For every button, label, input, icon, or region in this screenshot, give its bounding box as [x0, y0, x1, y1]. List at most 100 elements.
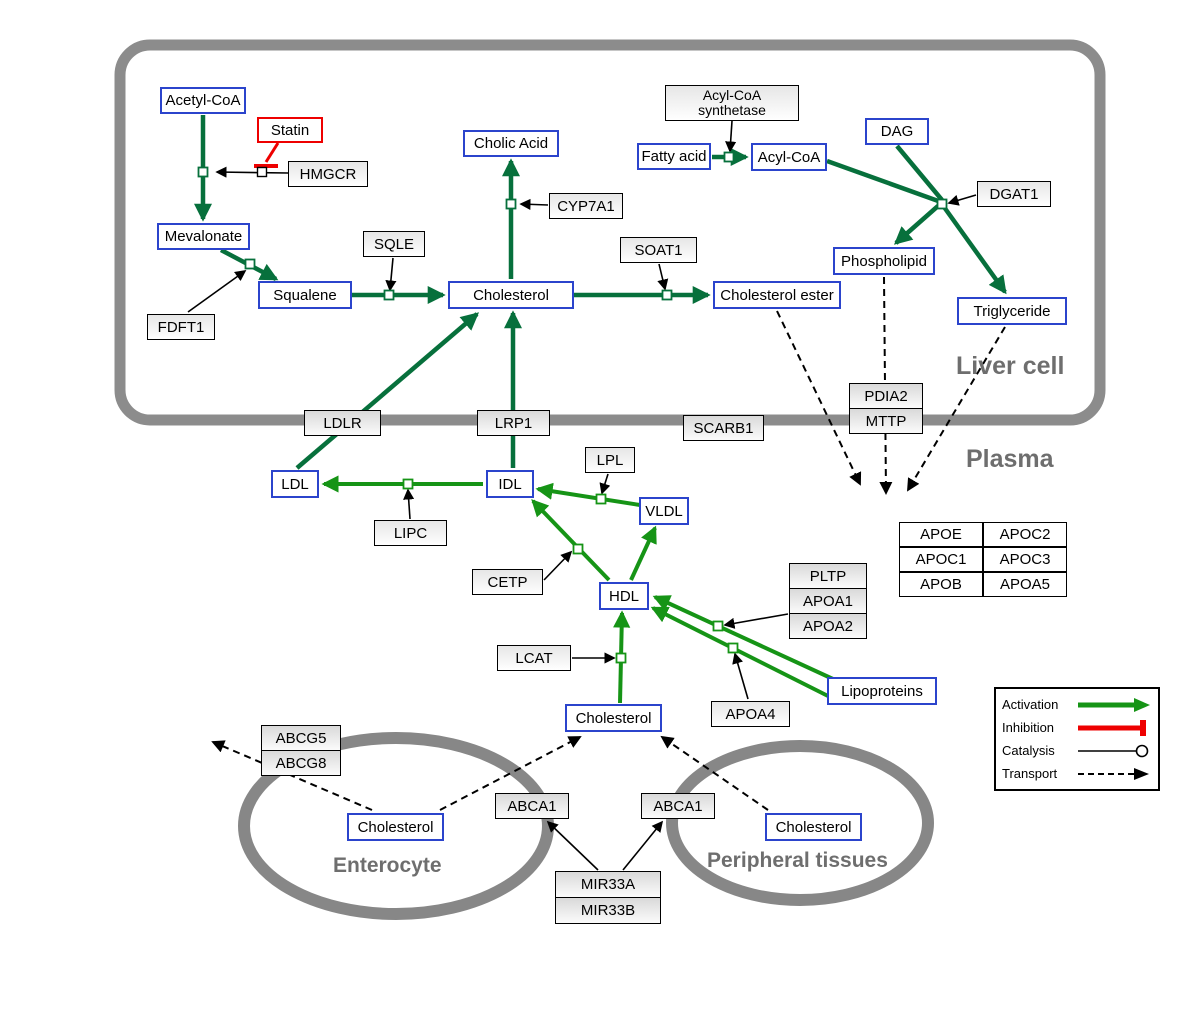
conversion-hmgcr-square: [197, 166, 209, 178]
catalysis-apoa1-apoa2: [723, 613, 789, 629]
node-lipoproteins[interactable]: Lipoproteins: [827, 677, 937, 705]
catalysis-lipc: [403, 488, 415, 520]
apo-cell-apob[interactable]: APOB: [899, 572, 983, 597]
acyl-coa-synthetase-line1: Acyl-CoA: [702, 87, 762, 103]
legend-activation-label: Activation: [1002, 697, 1059, 712]
node-ldlr[interactable]: LDLR: [304, 410, 381, 436]
node-abcg8[interactable]: ABCG8: [261, 750, 341, 776]
edge-vldl-idl: [535, 482, 641, 507]
node-dgat1[interactable]: DGAT1: [977, 181, 1051, 207]
node-vldl[interactable]: VLDL: [639, 497, 689, 525]
node-fdft1[interactable]: FDFT1: [147, 314, 215, 340]
conversion-lipc-square: [402, 478, 414, 490]
catalysis-sqle: [385, 257, 397, 292]
conversion-dgat1-square: [936, 198, 948, 210]
enterocyte-label: Enterocyte: [333, 854, 442, 877]
activation-arrow-icon: [1078, 697, 1150, 712]
conversion-lcat-square: [615, 652, 627, 664]
inhibition-statin-hmgcr: [254, 142, 280, 168]
node-cyp7a1[interactable]: CYP7A1: [549, 193, 623, 219]
node-idl[interactable]: IDL: [486, 470, 534, 498]
node-dag[interactable]: DAG: [865, 118, 929, 145]
node-cholesterol-peripheral[interactable]: Cholesterol: [765, 813, 862, 841]
transport-triglyceride-to-plasma: [907, 326, 1006, 492]
node-abca1-right[interactable]: ABCA1: [641, 793, 715, 819]
legend-row-inhibition: Inhibition: [1002, 718, 1152, 738]
node-cholesterol-ester[interactable]: Cholesterol ester: [713, 281, 841, 309]
node-pdia2[interactable]: PDIA2: [849, 383, 923, 409]
apo-cell-apoa5[interactable]: APOA5: [983, 572, 1067, 597]
node-abcg5[interactable]: ABCG5: [261, 725, 341, 751]
node-lrp1[interactable]: LRP1: [477, 410, 550, 436]
catalysis-lpl: [599, 473, 611, 495]
legend-inhibition-label: Inhibition: [1002, 720, 1055, 735]
node-hdl[interactable]: HDL: [599, 582, 649, 610]
legend-transport-label: Transport: [1002, 766, 1058, 781]
node-lipc[interactable]: LIPC: [374, 520, 447, 546]
legend-row-transport: Transport: [1002, 764, 1152, 784]
apo-table: APOE APOC2 APOC1 APOC3 APOB APOA5: [899, 522, 1067, 597]
apo-cell-apoc2[interactable]: APOC2: [983, 522, 1067, 547]
edge-junction-triglyceride: [942, 205, 1007, 295]
conversion-acylcoa-synthetase-square: [723, 151, 735, 163]
liver-cell-membrane: [114, 39, 1106, 426]
catalysis-fdft1: [187, 270, 247, 313]
catalysis-circle-icon: [1078, 744, 1149, 757]
conversion-lpl-square: [595, 493, 607, 505]
conversion-apoa12-square: [712, 620, 724, 632]
node-cholesterol-plasma[interactable]: Cholesterol: [565, 704, 662, 732]
node-apoa1[interactable]: APOA1: [789, 588, 867, 614]
conversion-cyp7a1-square: [505, 198, 517, 210]
node-abca1-left[interactable]: ABCA1: [495, 793, 569, 819]
legend-row-catalysis: Catalysis: [1002, 741, 1152, 761]
node-apoa4[interactable]: APOA4: [711, 701, 790, 727]
conversion-cetp-square: [572, 543, 584, 555]
node-mttp[interactable]: MTTP: [849, 408, 923, 434]
catalysis-apoa4: [732, 652, 749, 700]
node-hmgcr[interactable]: HMGCR: [288, 161, 368, 187]
node-fatty-acid[interactable]: Fatty acid: [637, 143, 711, 170]
node-squalene[interactable]: Squalene: [258, 281, 352, 309]
catalysis-dgat1: [947, 194, 977, 206]
edge-dag-dgat-junction: [895, 144, 944, 202]
liver-cell-label: Liver cell: [956, 352, 1065, 380]
conversion-sqle-square: [383, 289, 395, 301]
catalysis-hmgcr: [215, 166, 289, 178]
transport-enterocyte-chol-to-plasma-chol: [439, 736, 582, 811]
apo-cell-apoc3[interactable]: APOC3: [983, 547, 1067, 572]
legend-catalysis-label: Catalysis: [1002, 743, 1055, 758]
node-cholic-acid[interactable]: Cholic Acid: [463, 130, 559, 157]
legend: Activation Inhibition Catalysis Transpor…: [994, 687, 1160, 791]
node-statin[interactable]: Statin: [257, 117, 323, 143]
node-mevalonate[interactable]: Mevalonate: [157, 223, 250, 250]
inhibition-tbar-icon: [1078, 719, 1146, 736]
node-scarb1[interactable]: SCARB1: [683, 415, 764, 441]
node-sqle[interactable]: SQLE: [363, 231, 425, 257]
node-cetp[interactable]: CETP: [472, 569, 543, 595]
node-cholesterol-liver[interactable]: Cholesterol: [448, 281, 574, 309]
node-ldl[interactable]: LDL: [271, 470, 319, 498]
node-acyl-coa[interactable]: Acyl-CoA: [751, 143, 827, 171]
node-lcat[interactable]: LCAT: [497, 645, 571, 671]
node-acyl-coa-synthetase[interactable]: Acyl-CoA synthetase: [665, 85, 799, 121]
node-acetyl-coa[interactable]: Acetyl-CoA: [160, 87, 246, 114]
activation-edges-liver: [194, 115, 1007, 470]
node-apoa2[interactable]: APOA2: [789, 613, 867, 639]
node-cholesterol-enterocyte[interactable]: Cholesterol: [347, 813, 444, 841]
node-mir33b[interactable]: MIR33B: [555, 897, 661, 924]
apo-cell-apoc1[interactable]: APOC1: [899, 547, 983, 572]
apo-cell-apoe[interactable]: APOE: [899, 522, 983, 547]
node-soat1[interactable]: SOAT1: [620, 237, 697, 263]
node-pltp[interactable]: PLTP: [789, 563, 867, 589]
peripheral-tissues-label: Peripheral tissues: [707, 849, 888, 872]
mir33-to-abca1-left: [546, 820, 599, 871]
node-mir33a[interactable]: MIR33A: [555, 871, 661, 898]
node-triglyceride[interactable]: Triglyceride: [957, 297, 1067, 325]
transport-cholesterol-ester-to-plasma: [776, 310, 862, 486]
node-lpl[interactable]: LPL: [585, 447, 635, 473]
peripheral-tissues-membrane: [666, 740, 934, 906]
node-phospholipid[interactable]: Phospholipid: [833, 247, 935, 275]
activation-edges-plasma: [321, 475, 834, 704]
